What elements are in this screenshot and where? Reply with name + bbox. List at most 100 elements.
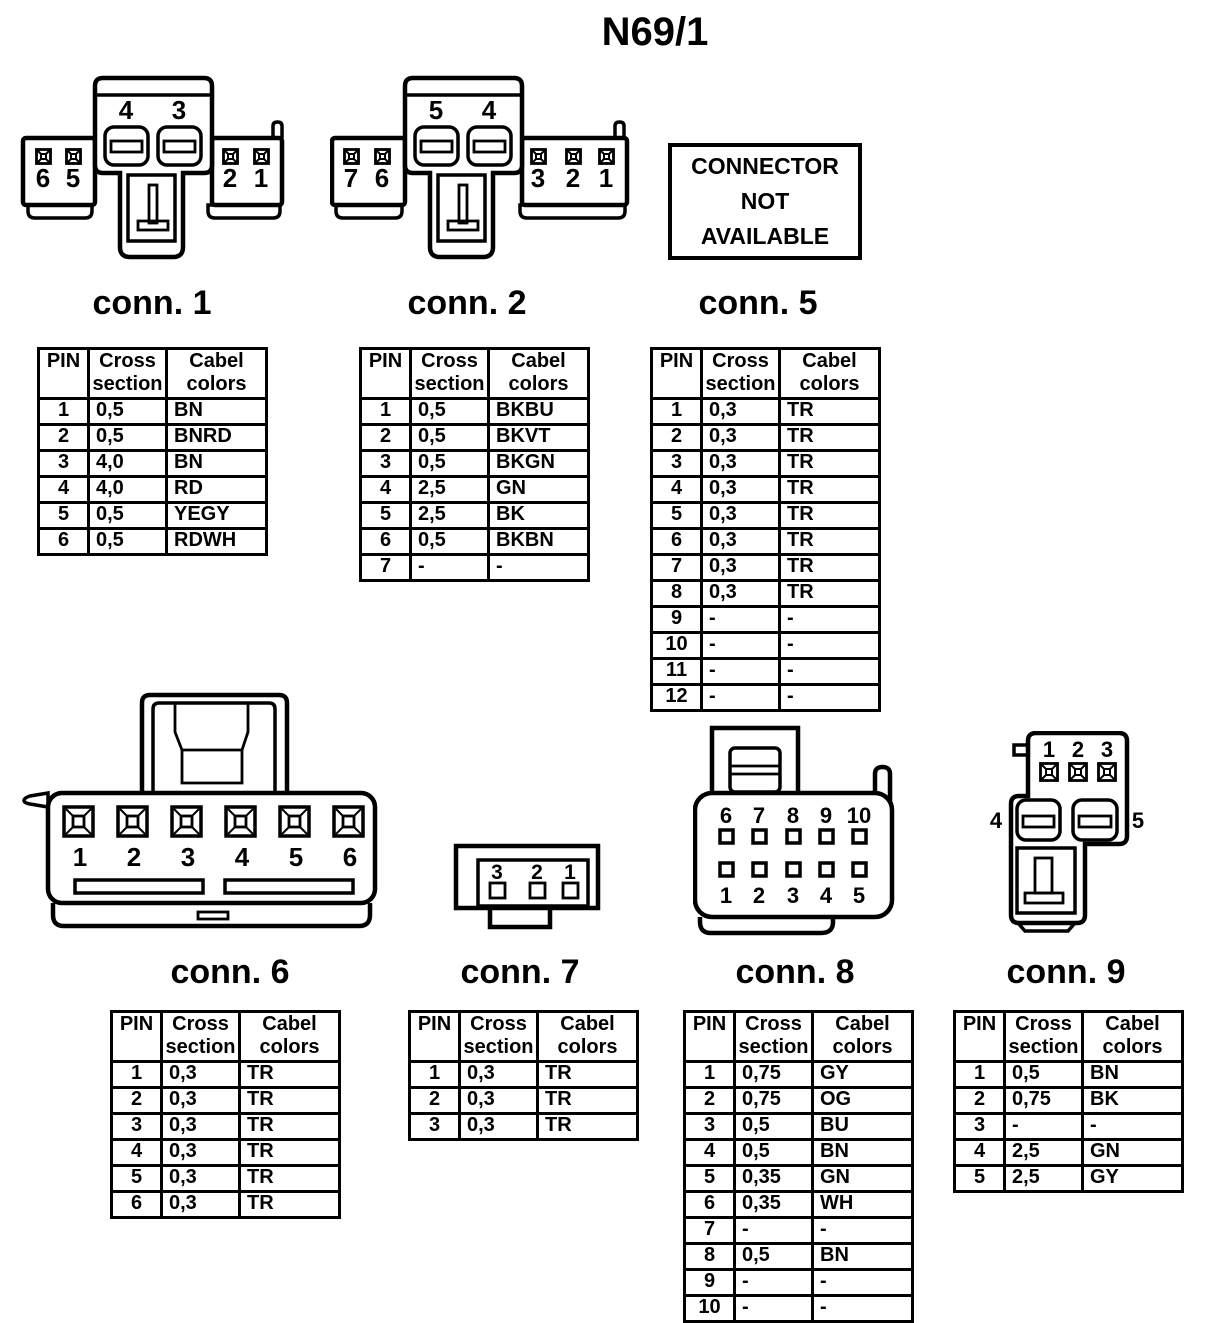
conn9-slot-5 (1071, 798, 1119, 842)
conn1-slot-4 (103, 125, 150, 167)
cell-cross-section: 0,3 (458, 1086, 539, 1115)
cell-pin: 2 (683, 1086, 736, 1115)
cell-cable-colors: TR (778, 397, 881, 426)
cell-cross-section: 0,3 (700, 397, 781, 426)
cell-cross-section: 0,3 (700, 527, 781, 556)
cell-pin: 3 (110, 1112, 163, 1141)
cell-cable-colors: TR (536, 1060, 639, 1089)
cell-cross-section: 0,3 (160, 1060, 241, 1089)
conn6-latch-outer (139, 692, 290, 795)
pin-label: 10 (847, 803, 871, 828)
cell-cable-colors: GN (811, 1164, 914, 1193)
cell-cross-section: - (733, 1216, 814, 1245)
cell-cable-colors: BKBN (487, 527, 590, 556)
cell-cross-section: - (700, 631, 781, 660)
pin-label: 3 (531, 163, 545, 193)
cell-pin: 9 (650, 605, 703, 634)
cell-pin: 6 (359, 527, 412, 556)
conn2-label: conn. 2 (407, 284, 527, 322)
cell-pin: 4 (110, 1138, 163, 1167)
cell-pin: 3 (650, 449, 703, 478)
cell-cable-colors: BN (811, 1242, 914, 1271)
pin-label: 1 (254, 163, 268, 193)
cell-cross-section: 0,3 (700, 449, 781, 478)
cell-cable-colors: - (778, 657, 881, 686)
conn6-skirt-slot (196, 910, 230, 921)
cell-cable-colors: YEGY (165, 501, 268, 530)
cell-cable-colors: RD (165, 475, 268, 504)
cell-cross-section: - (700, 683, 781, 712)
pin-row: 9-- (650, 605, 881, 634)
pin-label: 4 (119, 95, 134, 125)
cell-cable-colors: TR (238, 1164, 341, 1193)
pin-row: 3-- (953, 1112, 1184, 1141)
conn6-slot-right (223, 878, 355, 895)
cell-pin: 2 (359, 423, 412, 452)
pin-label: 8 (787, 803, 799, 828)
cell-pin: 7 (650, 553, 703, 582)
cell-pin: 2 (650, 423, 703, 452)
conn2-left-step (334, 203, 404, 220)
cell-pin: 2 (110, 1086, 163, 1115)
cell-pin: 6 (110, 1190, 163, 1219)
cell-cross-section: 0,3 (700, 475, 781, 504)
na-line3: AVAILABLE (700, 223, 830, 249)
pin-label: 7 (344, 163, 358, 193)
cell-pin: 2 (408, 1086, 461, 1115)
conn7-label: conn. 7 (460, 953, 580, 991)
cell-cross-section: 0,3 (700, 553, 781, 582)
cell-cable-colors: BKBU (487, 397, 590, 426)
cell-pin: 5 (650, 501, 703, 530)
cell-cross-section: 0,75 (1003, 1086, 1084, 1115)
pin-label: 2 (223, 163, 237, 193)
cell-pin: 3 (683, 1112, 736, 1141)
pin-label: 1 (73, 842, 87, 872)
cell-cable-colors: - (778, 683, 881, 712)
cell-pin: 8 (683, 1242, 736, 1271)
cell-cross-section: 0,5 (409, 527, 490, 556)
pin-label: 5 (853, 883, 865, 908)
conn6-skirt (50, 903, 373, 929)
conn8-skirt (697, 917, 836, 936)
cell-pin: 1 (408, 1060, 461, 1089)
cell-cable-colors: BN (1081, 1060, 1184, 1089)
pin-label: 6 (36, 163, 50, 193)
conn9-drawing: 1 2 3 4 5 (990, 731, 1144, 933)
cell-cross-section: 0,3 (700, 579, 781, 608)
cell-cable-colors: - (1081, 1112, 1184, 1141)
cell-cable-colors: - (811, 1216, 914, 1245)
cell-cross-section: - (733, 1268, 814, 1297)
conn8-pin3-icon (785, 861, 802, 878)
conn1-drawing: 4 3 6 5 2 1 (20, 75, 285, 260)
conn8-pin8-icon (785, 828, 802, 845)
cell-cross-section: 0,3 (160, 1190, 241, 1219)
cell-cross-section: - (700, 605, 781, 634)
conn8-latch-outer (709, 725, 801, 797)
